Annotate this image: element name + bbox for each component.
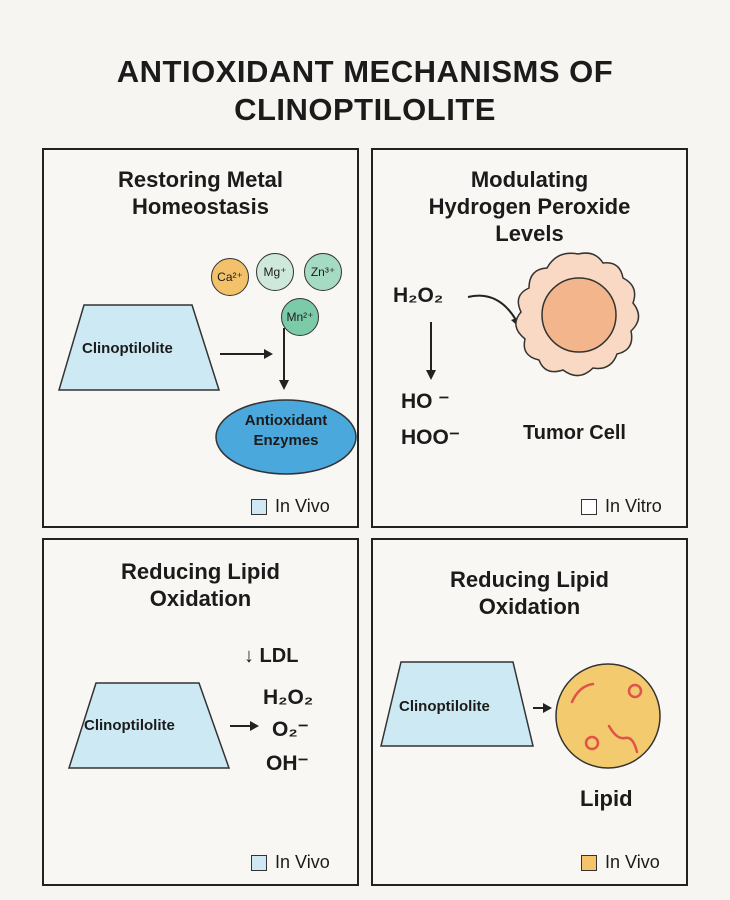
panel-title-line3: Levels <box>495 221 564 246</box>
legend-swatch <box>251 498 267 515</box>
clinoptilolite-trapezoid <box>57 304 221 391</box>
arrow-head <box>264 349 273 359</box>
ion-zinc: Zn³⁺ <box>304 253 342 291</box>
panel-title-line2: Hydrogen Peroxide <box>428 194 631 219</box>
page-title-line2: CLINOPTILOLITE <box>234 92 496 127</box>
tumor-cell-label: Tumor Cell <box>523 422 626 444</box>
chem-hoo: HOO⁻ <box>401 426 460 449</box>
arrow-head <box>426 370 436 380</box>
legend-swatch <box>581 498 597 515</box>
chem-ho: HO ⁻ <box>401 390 450 413</box>
lipid-label: Lipid <box>580 786 633 811</box>
lipid-ring <box>584 735 600 751</box>
legend-label: In Vivo <box>605 852 660 872</box>
arrow-head <box>279 380 289 390</box>
chem-h2o2: H₂O₂ <box>393 284 444 307</box>
enzyme-label-line1: Antioxidant <box>244 412 328 429</box>
chem-superoxide: O₂⁻ <box>272 718 309 741</box>
clinoptilolite-label: Clinoptilolite <box>399 698 490 715</box>
enzyme-ellipse <box>215 399 357 475</box>
clinoptilolite-label: Clinoptilolite <box>82 340 173 357</box>
ion-manganese: Mn²⁺ <box>281 298 319 336</box>
hydrogen-peroxide-graphics <box>426 252 640 380</box>
panel-metal-homeostasis: Restoring Metal Homeostasis Clinoptiloli… <box>42 148 359 528</box>
legend-in-vivo: In Vivo <box>581 852 660 873</box>
panel-title-line2: Homeostasis <box>132 194 269 219</box>
metal-homeostasis-graphics <box>57 304 357 475</box>
legend-label: In Vivo <box>275 496 330 516</box>
legend-in-vivo: In Vivo <box>251 852 330 873</box>
lipid-graphics <box>380 661 661 769</box>
legend-swatch <box>581 854 597 871</box>
legend-label: In Vitro <box>605 496 662 516</box>
lipid-oxidation-graphics <box>67 682 259 769</box>
legend-in-vitro: In Vitro <box>581 496 662 517</box>
legend-in-vivo: In Vivo <box>251 496 330 517</box>
tumor-cell-nucleus <box>541 277 617 353</box>
lipid-squiggle <box>570 682 595 704</box>
clinoptilolite-trapezoid <box>67 682 231 769</box>
panel-title-line2: Oxidation <box>149 586 252 611</box>
panel-lipid-oxidation-left: Reducing Lipid Oxidation ↓ LDL Clinoptil… <box>42 538 359 886</box>
ion-magnesium: Mg⁺ <box>256 253 294 291</box>
clinoptilolite-trapezoid <box>380 661 534 747</box>
panel-title-line1: Restoring Metal <box>117 167 284 192</box>
panel-title-line2: Oxidation <box>478 594 581 619</box>
ldl-label: ↓ LDL <box>244 645 299 667</box>
panel-title-line1: Reducing Lipid <box>450 567 609 592</box>
lipid-ring <box>627 683 643 699</box>
panel-title-line1: Modulating <box>470 167 589 192</box>
lipid-droplet <box>555 663 661 769</box>
chem-hydroxide: OH⁻ <box>266 752 309 775</box>
arrow-head <box>543 703 552 713</box>
clinoptilolite-label: Clinoptilolite <box>84 717 175 734</box>
chem-h2o2: H₂O₂ <box>263 686 314 709</box>
arrow-head <box>250 721 259 731</box>
legend-label: In Vivo <box>275 852 330 872</box>
enzyme-label-line2: Enzymes <box>253 432 319 449</box>
panel-lipid-oxidation-right: Reducing Lipid Oxidation Clinoptilolite … <box>371 538 688 886</box>
panel-title-line1: Reducing Lipid <box>121 559 280 584</box>
panel-hydrogen-peroxide: Modulating Hydrogen Peroxide Levels H₂O₂… <box>371 148 688 528</box>
ion-calcium: Ca²⁺ <box>211 258 249 296</box>
legend-swatch <box>251 854 267 871</box>
page-title-line1: ANTIOXIDANT MECHANISMS OF <box>116 54 614 89</box>
lipid-squiggle <box>607 724 639 754</box>
curved-arrow <box>467 294 517 321</box>
